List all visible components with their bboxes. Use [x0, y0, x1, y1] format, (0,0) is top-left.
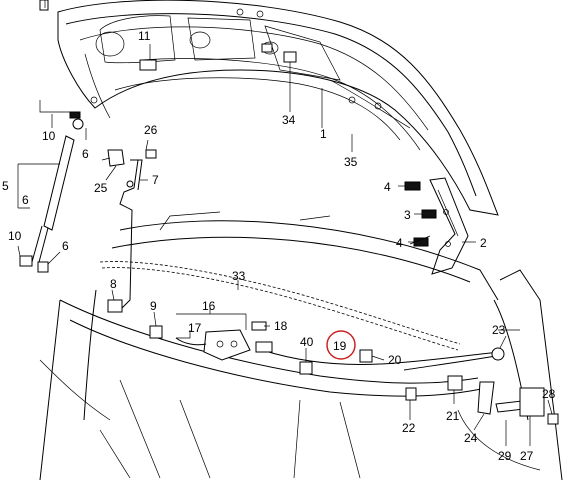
- callout-27: 27: [520, 449, 534, 463]
- callout-4b: 4: [396, 236, 403, 250]
- callout-10a: 10: [42, 129, 56, 143]
- callout-1: 1: [320, 127, 327, 141]
- hood-panel: [39, 0, 499, 216]
- callout-24: 24: [464, 431, 478, 445]
- prop-rod: [117, 149, 157, 313]
- callout-16: 16: [202, 299, 216, 313]
- leader-lines: [17, 0, 553, 446]
- callout-21: 21: [446, 409, 460, 423]
- callout-19: 19: [333, 339, 347, 353]
- callout-26: 26: [144, 123, 158, 137]
- callout-34: 34: [282, 113, 296, 127]
- callout-17: 17: [188, 321, 202, 335]
- callout-23: 23: [492, 323, 506, 337]
- callout-6c: 6: [62, 239, 69, 253]
- callouts: 1 2 3 4 4 5 6 6 6 7 8 9 10 10 11 16 17 1…: [2, 29, 556, 463]
- callout-9: 9: [150, 299, 157, 313]
- callout-2: 2: [480, 236, 487, 250]
- callout-25: 25: [94, 181, 108, 195]
- callout-6b: 6: [22, 193, 29, 207]
- callout-11: 11: [138, 29, 151, 43]
- callout-35: 35: [344, 155, 358, 169]
- callout-8: 8: [110, 277, 117, 291]
- hood-latch: [107, 51, 559, 425]
- callout-4a: 4: [384, 180, 391, 194]
- highlight-circle: [326, 330, 356, 360]
- hood-hinge: [404, 177, 469, 275]
- callout-40: 40: [300, 335, 314, 349]
- callout-5: 5: [2, 179, 9, 193]
- callout-10b: 10: [8, 229, 22, 243]
- callout-28: 28: [542, 387, 556, 401]
- callout-18: 18: [274, 319, 288, 333]
- callout-3: 3: [404, 208, 411, 222]
- callout-7: 7: [152, 173, 159, 187]
- callout-33: 33: [232, 269, 246, 283]
- callout-20: 20: [388, 353, 402, 367]
- callout-6a: 6: [82, 147, 89, 161]
- callout-29: 29: [498, 449, 512, 463]
- release-cable: [255, 341, 505, 371]
- gas-strut: [19, 111, 125, 273]
- callout-22: 22: [402, 421, 416, 435]
